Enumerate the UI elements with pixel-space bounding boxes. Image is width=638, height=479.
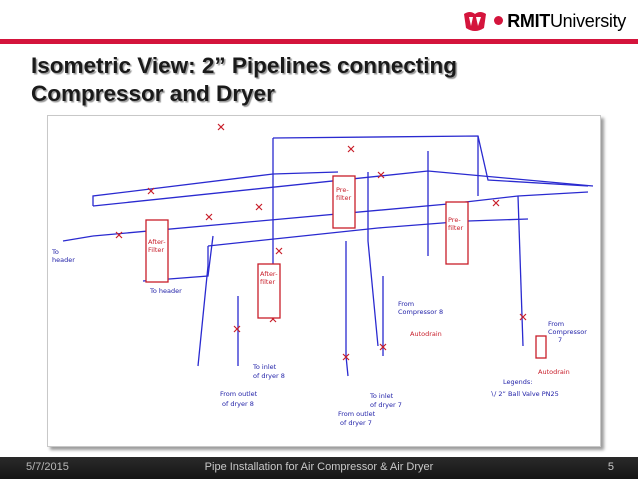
from-compressor-7-label-b: Compressor bbox=[548, 328, 587, 336]
autodrain-label-1: Autodrain bbox=[410, 330, 442, 338]
from-outlet-dryer-7-label-b: of dryer 7 bbox=[340, 419, 372, 427]
from-outlet-dryer-8-label-a: From outlet bbox=[220, 390, 258, 398]
from-outlet-dryer-8-label-b: of dryer 8 bbox=[222, 400, 254, 408]
logo-dot-icon bbox=[494, 15, 504, 25]
slide-title: Isometric View: 2” Pipelines connecting … bbox=[31, 52, 621, 108]
to-inlet-dryer-8-label-a: To inlet bbox=[252, 363, 277, 371]
to-inlet-dryer-7-label-a: To inlet bbox=[369, 392, 394, 400]
after-filter-label-1a: After- bbox=[148, 238, 166, 246]
pre-filter-label-2a: Pre- bbox=[448, 216, 461, 224]
after-filter-label-1b: Filter bbox=[148, 246, 164, 254]
to-header-label-b: header bbox=[52, 256, 75, 264]
pre-filter-label-1a: Pre- bbox=[336, 186, 349, 194]
pre-filter-label-1b: filter bbox=[336, 194, 351, 202]
to-header-label-a: To bbox=[51, 248, 59, 256]
isometric-drawing: After- Filter After- filter Pre- filter … bbox=[47, 115, 601, 447]
legend-title: Legends: bbox=[503, 378, 532, 386]
from-compressor-8-label-b: Compressor 8 bbox=[398, 308, 443, 316]
header-divider bbox=[0, 39, 638, 44]
after-filter-label-2a: After- bbox=[260, 270, 278, 278]
to-inlet-dryer-8-label-b: of dryer 8 bbox=[253, 372, 285, 380]
footer-bar bbox=[0, 457, 638, 479]
from-outlet-dryer-7-label-a: From outlet bbox=[338, 410, 376, 418]
slide-title-line-2: Compressor and Dryer bbox=[31, 81, 275, 106]
from-compressor-7-label-a: From bbox=[548, 320, 564, 328]
footer-title: Pipe Installation for Air Compressor & A… bbox=[204, 461, 434, 473]
legend-item: ∖∕ 2” Ball Valve PN25 bbox=[490, 390, 559, 398]
from-compressor-7-label-c: 7 bbox=[558, 336, 562, 344]
from-compressor-8-label-a: From bbox=[398, 300, 414, 308]
university-crest-icon bbox=[462, 10, 488, 32]
logo-wordmark: RMITUniversity bbox=[507, 10, 626, 31]
slide-title-line-1: Isometric View: 2” Pipelines connecting bbox=[31, 53, 457, 78]
to-header-label-2: To header bbox=[149, 287, 182, 295]
rmit-logo: RMITUniversity bbox=[462, 6, 626, 36]
footer-date: 5/7/2015 bbox=[26, 461, 69, 473]
pre-filter-label-2b: filter bbox=[448, 224, 463, 232]
after-filter-label-2b: filter bbox=[260, 278, 275, 286]
autodrain-label-2: Autodrain bbox=[538, 368, 570, 376]
page-number: 5 bbox=[607, 461, 614, 473]
to-inlet-dryer-7-label-b: of dryer 7 bbox=[370, 401, 402, 409]
